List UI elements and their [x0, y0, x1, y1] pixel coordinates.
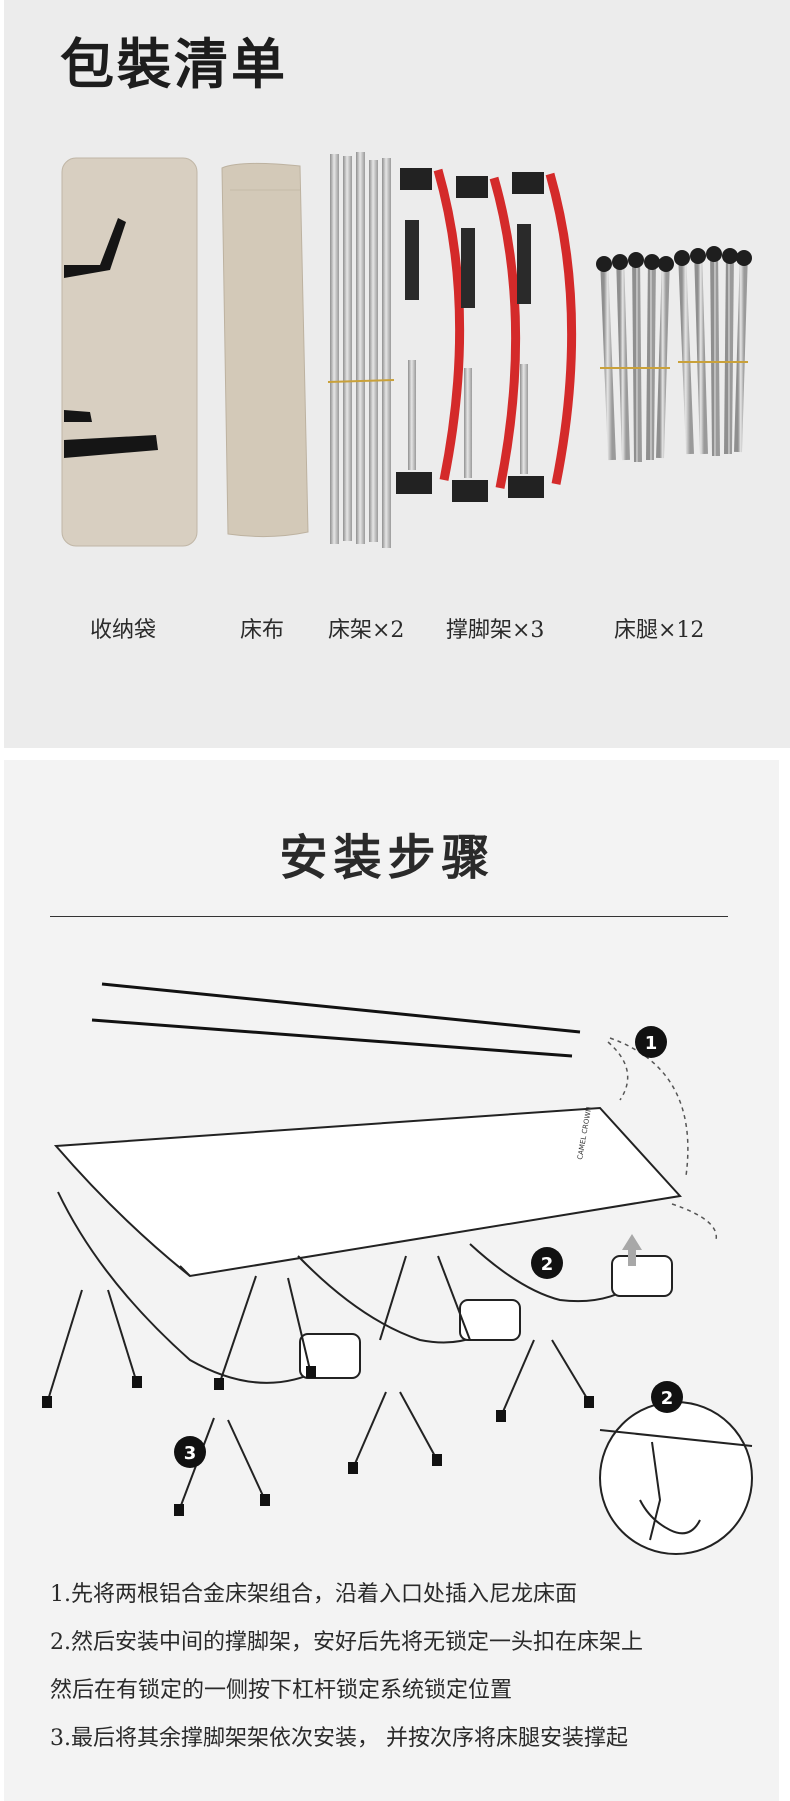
legs-drawing: [47, 1255, 589, 1509]
item-label-bed-legs: 床腿×12: [614, 618, 705, 643]
item-label-bed-frame: 床架×2: [328, 618, 405, 643]
svg-text:3: 3: [184, 1443, 197, 1464]
instruction-step-1: 1.先将两根铝合金床架组合，沿着入口处插入尼龙床面: [50, 1582, 577, 1607]
svg-text:1: 1: [645, 1033, 658, 1054]
title-divider: [50, 916, 728, 917]
callout-2a: 2: [531, 1247, 563, 1279]
instruction-step-3: 3.最后将其余撑脚架架依次安装， 并按次序将床腿安装撑起: [50, 1726, 628, 1751]
installation-steps-title: 安装步骤: [279, 830, 496, 886]
svg-text:2: 2: [661, 1388, 674, 1409]
packing-list-title: 包裝清单: [60, 33, 288, 96]
bed-legs-image: [596, 246, 752, 463]
support-brackets-image: [396, 168, 577, 502]
lock-detail-drawing: [599, 1429, 753, 1541]
item-label-bed-fabric: 床布: [240, 618, 285, 643]
assembly-diagram: CAMEL CROWN 1 2 2 3: [42, 982, 753, 1555]
instruction-step-2-continued: 然后在有锁定的一侧按下杠杆锁定系统锁定位置: [50, 1678, 513, 1703]
lock-detail-inset: [599, 1401, 753, 1555]
up-arrow: [622, 1234, 642, 1266]
bed-fabric-drawing: [53, 1106, 682, 1278]
storage-bag-image: [61, 157, 198, 547]
instruction-step-2: 2.然后安装中间的撑脚架，安好后先将无锁定一头扣在床架上: [50, 1630, 643, 1655]
bed-fabric-image: [221, 162, 309, 538]
svg-text:2: 2: [541, 1254, 554, 1275]
item-label-storage-bag: 收纳袋: [90, 618, 157, 643]
callout-3: 3: [174, 1436, 206, 1468]
callout-1: 1: [635, 1026, 667, 1058]
item-label-support-bracket: 撑脚架×3: [446, 618, 545, 643]
leg-feet: [42, 1366, 594, 1516]
bed-frame-poles-image: [327, 152, 395, 548]
frame-poles-drawing: [91, 982, 581, 1058]
callout-2b: 2: [651, 1381, 683, 1413]
insert-arrows: [607, 1037, 717, 1241]
support-frames-drawing: [57, 1191, 673, 1384]
packing-items-illustration: [61, 152, 752, 548]
